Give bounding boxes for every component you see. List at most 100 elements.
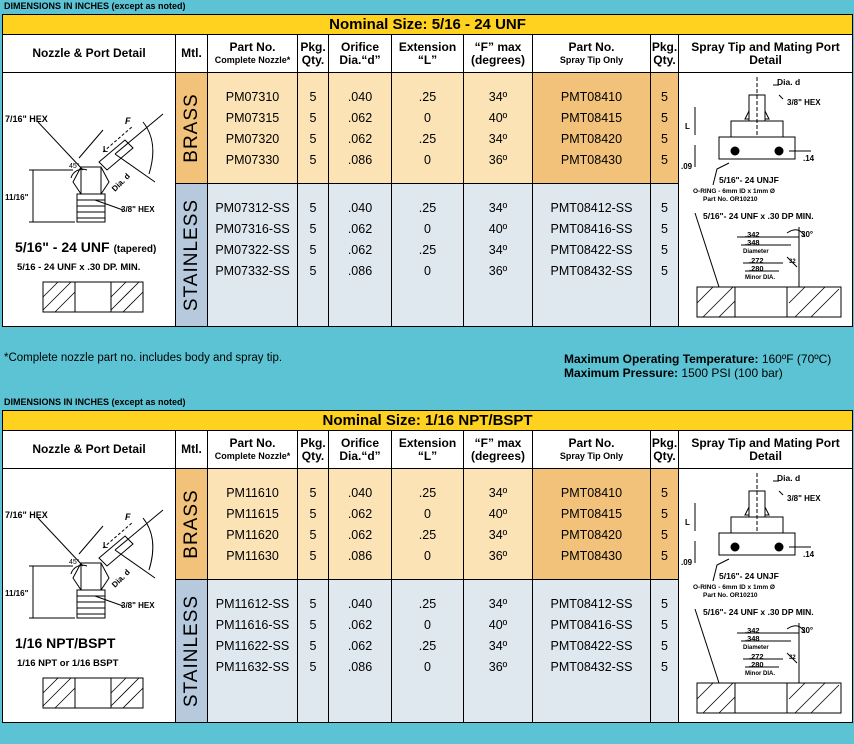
angle-label: 45° (69, 162, 80, 170)
table-cell: 5 (661, 486, 668, 500)
dim-14-label: .14 (803, 550, 815, 559)
table-cell: PMT08416-SS (550, 617, 633, 632)
table-cell: 34º (488, 638, 508, 653)
nozzle-detail-cell: 7/16" HEX F L Dia. d 45° 11/16" 3/8" HEX… (2, 72, 176, 327)
oring-label: O-RING - 6mm ID x 1mm Ø (693, 188, 775, 195)
table-cell: PMT08416-SS (550, 221, 633, 236)
l-label: L (685, 518, 690, 527)
table-cell: 5 (661, 528, 668, 542)
table-cell: 5 (661, 90, 668, 104)
orifice-column: .040.062.062.086 (328, 578, 392, 724)
header-part-no: Part No.Complete Nozzle* (207, 34, 298, 73)
dim-f-label: F (125, 512, 131, 522)
table-cell: 36º (488, 153, 508, 167)
table-cell: 5 (309, 90, 317, 104)
oring-label: O-RING - 6mm ID x 1mm Ø (693, 584, 775, 591)
table-cell: 34º (488, 242, 508, 257)
nozzle-detail-cell: 7/16" HEX F L Dia. d 45° 11/16" 3/8" HEX… (2, 468, 176, 723)
table-cell: 5 (309, 638, 317, 653)
table-cell: 5 (309, 242, 317, 257)
table-cell: .25 (418, 528, 437, 542)
header-nozzle: Nozzle & Port Detail (2, 34, 176, 73)
table-cell: 5 (309, 659, 317, 674)
d342-label: .342 (745, 230, 760, 239)
nominal-size-title: Nominal Size: 5/16 - 24 UNF (1, 14, 854, 35)
table-header-row: Nozzle & Port Detail Mtl. Part No.Comple… (2, 34, 854, 73)
table-cell: PM07320 (225, 132, 280, 146)
table-cell: .040 (347, 90, 373, 104)
table-cell: 0 (424, 549, 431, 563)
table-cell: .25 (418, 90, 437, 104)
header-mtl: Mtl. (175, 34, 208, 73)
table-cell: PMT08432-SS (550, 263, 633, 278)
table-cell: .086 (347, 659, 373, 674)
table-cell: 34º (488, 528, 508, 542)
table-cell: .062 (347, 221, 373, 236)
table-cell: .040 (347, 486, 373, 500)
header-fmax: “F” max (degrees) (463, 430, 533, 469)
table-cell: 5 (309, 617, 317, 632)
thread-label: 5/16"- 24 UNJF (719, 175, 779, 185)
table-cell: PM11620 (226, 528, 279, 542)
header-orifice: Orifice Dia.“d” (328, 34, 392, 73)
dim-d-label: Dia. d (110, 568, 132, 590)
table-cell: 0 (424, 111, 431, 125)
header-spray: Spray Tip and Mating Port Detail (677, 430, 854, 469)
spray-detail-cell: Dia. d 3/8" HEX L .14 .09 5/16"- 24 UNJF… (677, 468, 854, 723)
nominal-size-title: Nominal Size: 1/16 NPT/BSPT (1, 410, 854, 431)
table-cell: 5 (661, 111, 668, 125)
spray-tip-diagram: Dia. d 3/8" HEX L .14 .09 5/16"- 24 UNJF… (681, 77, 842, 318)
table-cell: 0 (424, 617, 431, 632)
header-tip-pkg: Pkg. Qty. (650, 34, 679, 73)
d280-label: .280 (749, 660, 764, 669)
d348-label: .348 (745, 238, 760, 247)
table-cell: 34º (488, 132, 508, 146)
table-cell: .25 (418, 486, 437, 500)
nozzle-spec-table: Nominal Size: 5/16 - 24 UNF Nozzle & Por… (1, 14, 854, 328)
table-cell: PMT08432-SS (550, 659, 633, 674)
dim-f-label: F (125, 116, 131, 126)
max-pressure: Maximum Pressure: 1500 PSI (100 bar) (564, 366, 783, 380)
table-cell: PM07310 (225, 90, 280, 104)
table-cell: 5 (309, 549, 317, 563)
angle-label: 45° (69, 558, 80, 566)
table-cell: .040 (347, 200, 373, 215)
table-cell: .086 (347, 263, 373, 278)
hex-top-label: 7/16" HEX (5, 114, 48, 124)
table-cell: 5 (309, 132, 317, 146)
table-cell: .25 (418, 596, 437, 611)
table-cell: .25 (418, 200, 437, 215)
table-cell: PM11610 (226, 486, 279, 500)
table-header-row: Nozzle & Port Detail Mtl. Part No.Comple… (2, 430, 854, 469)
footnote: *Complete nozzle part no. includes body … (4, 352, 283, 364)
nozzle-port-diagram: 7/16" HEX F L Dia. d 45° 11/16" 3/8" HEX… (5, 113, 164, 313)
brass-row: 7/16" HEX F L Dia. d 45° 11/16" 3/8" HEX… (2, 468, 854, 723)
table-cell: 5 (661, 153, 668, 167)
nozzle-spec-table: Nominal Size: 1/16 NPT/BSPT Nozzle & Por… (1, 410, 854, 724)
table-cell: .25 (418, 242, 437, 257)
table-cell: 5 (661, 617, 668, 632)
table-cell: 5 (661, 507, 668, 521)
material-stainless: STAINLESS (175, 578, 208, 724)
table-cell: PM11612-SS (215, 596, 290, 611)
table-cell: PM11632-SS (215, 659, 290, 674)
table-cell: PM11616-SS (215, 617, 290, 632)
header-spray: Spray Tip and Mating Port Detail (677, 34, 854, 73)
table-cell: 5 (661, 549, 668, 563)
table-cell: .062 (347, 528, 373, 542)
hex-bottom-label: 3/8" HEX (121, 601, 155, 610)
thread-title: 5/16" - 24 UNF(tapered) (15, 239, 156, 255)
material-brass: BRASS (175, 72, 208, 184)
header-extension: Extension “L” (391, 34, 464, 73)
dim-14-label: .14 (803, 154, 815, 163)
table-cell: .062 (347, 507, 373, 521)
